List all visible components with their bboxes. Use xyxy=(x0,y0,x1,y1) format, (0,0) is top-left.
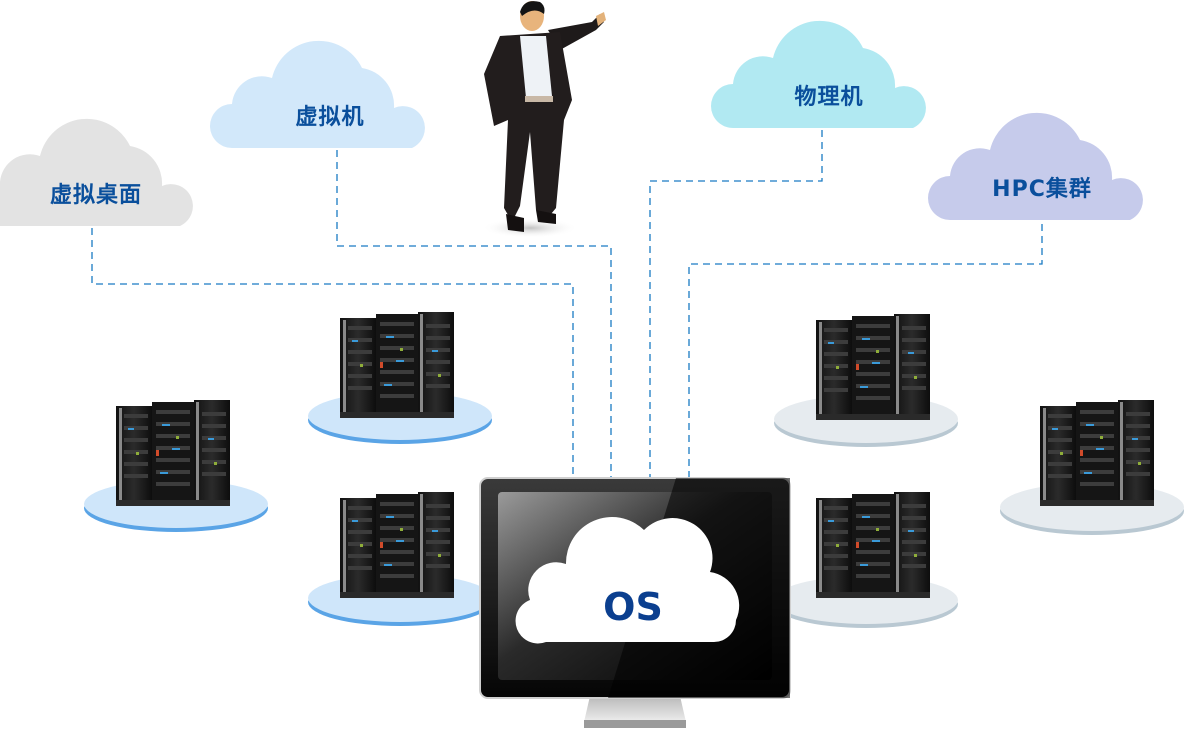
cloud-hpc-cluster: HPC集群 xyxy=(928,112,1143,220)
cloud-label: 虚拟机 xyxy=(295,104,364,130)
monitor-icon: OS xyxy=(479,477,791,728)
monitor-stand xyxy=(584,696,686,722)
cloud-shape xyxy=(928,112,1143,220)
presenter-figure xyxy=(482,1,606,238)
connector-virtual-desktop xyxy=(91,228,574,478)
os-cloud: OS xyxy=(515,517,740,644)
server-group-right xyxy=(774,314,1184,628)
cloud-shape xyxy=(210,40,425,148)
cloud-shape xyxy=(0,118,193,226)
server-group-left xyxy=(84,312,492,626)
connector-lines xyxy=(91,130,1043,478)
server-rack xyxy=(84,400,268,532)
server-rack xyxy=(308,312,492,444)
cloud-shape xyxy=(711,20,926,128)
os-label: OS xyxy=(603,585,663,629)
connector-physical-machine xyxy=(649,130,823,478)
cloud-virtual-desktop: 虚拟桌面 xyxy=(0,118,193,226)
connector-virtual-machine xyxy=(336,150,612,478)
server-rack xyxy=(774,492,958,628)
connector-hpc-cluster xyxy=(688,224,1043,478)
cloud-label: HPC集群 xyxy=(992,176,1092,202)
server-rack xyxy=(1000,400,1184,535)
cloud-label: 物理机 xyxy=(794,84,863,110)
server-rack xyxy=(774,314,958,447)
cloud-physical-machine: 物理机 xyxy=(711,20,926,128)
cloud-virtual-machine: 虚拟机 xyxy=(210,40,425,148)
cloud-label: 虚拟桌面 xyxy=(50,182,142,208)
server-rack xyxy=(308,492,492,626)
